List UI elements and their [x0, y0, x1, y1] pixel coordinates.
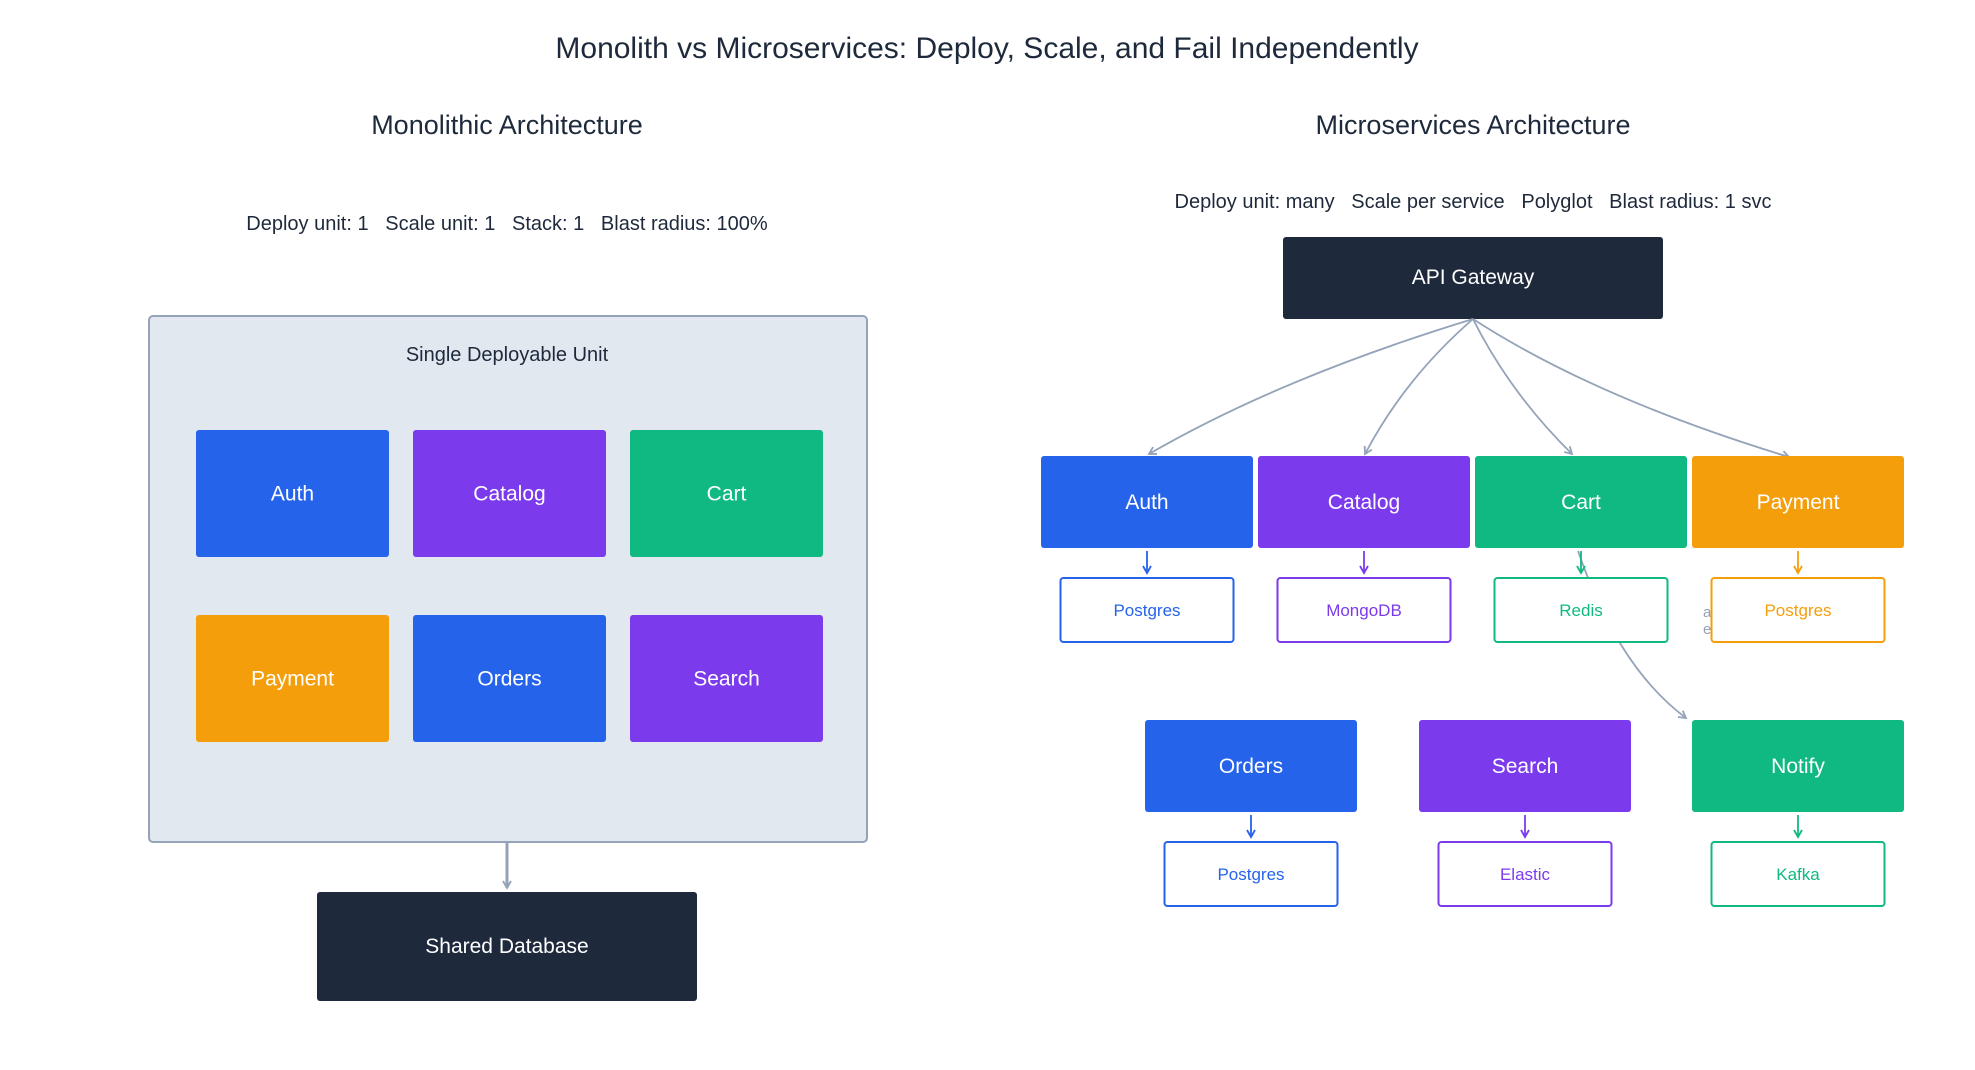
service-auth-datastore-label: Postgres [1113, 601, 1180, 620]
monolith-module-auth-label: Auth [271, 483, 314, 506]
api-gateway-label: API Gateway [1412, 266, 1535, 289]
gateway-to-catalog-arrow [1365, 319, 1473, 454]
microservices-section: Microservices Architecture Deploy unit: … [1041, 110, 1904, 906]
microservices-stats: Deploy unit: many Scale per service Poly… [1175, 191, 1772, 213]
microservices-heading: Microservices Architecture [1315, 110, 1630, 140]
monolith-stats: Deploy unit: 1 Scale unit: 1 Stack: 1 Bl… [246, 213, 768, 235]
monolith-module-orders-label: Orders [477, 668, 541, 691]
monolith-module-catalog-label: Catalog [473, 483, 545, 506]
microservice-nodes: AuthPostgres CatalogMongoDB CartRedis Payme… [1041, 456, 1904, 906]
service-search-datastore-label: Elastic [1500, 865, 1551, 884]
monolith-module-cart-label: Cart [707, 483, 747, 506]
service-cart-label: Cart [1561, 491, 1601, 514]
service-payment-datastore-label: Postgres [1764, 601, 1831, 620]
service-search-label: Search [1492, 755, 1559, 778]
monolith-module-search-label: Search [693, 668, 760, 691]
diagram-title: Monolith vs Microservices: Deploy, Scale… [555, 32, 1418, 65]
service-catalog-label: Catalog [1328, 491, 1400, 514]
monolith-module-payment-label: Payment [251, 668, 334, 691]
service-notify-label: Notify [1771, 755, 1825, 778]
service-cart-datastore-label: Redis [1559, 601, 1602, 620]
gateway-to-auth-arrow [1149, 319, 1473, 454]
service-orders-label: Orders [1219, 755, 1283, 778]
monolith-section: Monolithic Architecture Deploy unit: 1 S… [149, 110, 867, 1001]
service-notify-datastore-label: Kafka [1776, 865, 1820, 884]
single-deployable-unit-container [149, 316, 867, 842]
service-payment-label: Payment [1757, 491, 1840, 514]
shared-database-label: Shared Database [425, 935, 588, 958]
monolith-heading: Monolithic Architecture [371, 110, 643, 140]
gateway-to-payment-arrow [1473, 319, 1789, 457]
service-catalog-datastore-label: MongoDB [1326, 601, 1402, 620]
gateway-to-cart-arrow [1473, 319, 1572, 454]
container-label: Single Deployable Unit [406, 344, 609, 366]
service-orders-datastore-label: Postgres [1217, 865, 1284, 884]
service-auth-label: Auth [1125, 491, 1168, 514]
